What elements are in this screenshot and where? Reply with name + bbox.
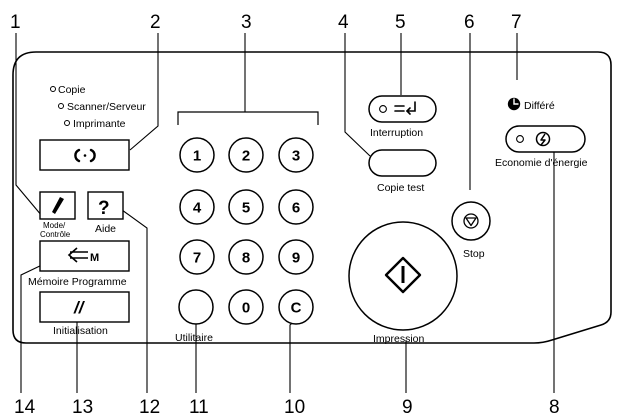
economie-energie-label: Economie d'énergie xyxy=(495,157,588,169)
callout-8: 8 xyxy=(549,397,560,418)
callout-5: 5 xyxy=(395,12,406,33)
differe-indicator: Différé xyxy=(507,97,555,112)
key-7-label: 7 xyxy=(193,250,201,267)
mode-switch-icon xyxy=(74,148,96,163)
start-icon xyxy=(384,256,422,294)
panel-outline xyxy=(12,51,612,344)
key-9[interactable]: 9 xyxy=(278,239,314,275)
key-6-label: 6 xyxy=(292,200,300,217)
mode-controle-label-2: Contrôle xyxy=(40,230,71,239)
stop-label: Stop xyxy=(463,248,485,260)
double-slash-icon: // xyxy=(73,298,86,317)
initialisation-button[interactable]: // xyxy=(39,291,130,323)
key-1-label: 1 xyxy=(193,148,201,165)
numeric-keypad: 1 2 3 4 5 6 7 8 xyxy=(179,137,314,325)
mode-indicator-copie: Copie xyxy=(50,84,86,96)
key-0[interactable]: 0 xyxy=(228,289,264,325)
interruption-button[interactable] xyxy=(368,95,437,123)
key-4[interactable]: 4 xyxy=(179,189,215,225)
interruption-indicator xyxy=(379,105,387,113)
key-5-label: 5 xyxy=(242,200,250,217)
economie-energie-button[interactable] xyxy=(505,125,586,153)
aide-button[interactable]: ? xyxy=(87,191,124,220)
keypad-bracket xyxy=(177,111,319,125)
interruption-label: Interruption xyxy=(370,127,423,139)
utilitaire-button[interactable] xyxy=(178,289,214,325)
mode-label-scanner: Scanner/Serveur xyxy=(67,101,146,113)
program-memory-letter: M xyxy=(90,252,99,264)
key-8[interactable]: 8 xyxy=(228,239,264,275)
callout-11: 11 xyxy=(189,397,209,418)
mode-switch-button[interactable] xyxy=(39,139,130,171)
key-0-label: 0 xyxy=(242,300,250,317)
mode-label-imprimante: Imprimante xyxy=(73,118,126,130)
key-3-label: 3 xyxy=(292,148,300,165)
mode-controle-button[interactable] xyxy=(39,191,76,220)
callout-10: 10 xyxy=(284,397,305,418)
key-5[interactable]: 5 xyxy=(228,189,264,225)
callout-6: 6 xyxy=(464,12,475,33)
callout-1: 1 xyxy=(10,12,21,33)
callout-14: 14 xyxy=(14,397,36,418)
mode-indicator-scanner: Scanner/Serveur xyxy=(58,101,146,113)
interrupt-icon xyxy=(394,101,416,115)
utilitaire-label: Utilitaire xyxy=(175,332,213,344)
stop-icon xyxy=(463,213,479,229)
copie-test-button[interactable] xyxy=(368,149,437,177)
callout-9: 9 xyxy=(402,397,413,418)
key-7[interactable]: 7 xyxy=(179,239,215,275)
callout-2: 2 xyxy=(150,12,161,33)
memoire-programme-button[interactable]: M xyxy=(39,240,130,272)
impression-label: Impression xyxy=(373,333,425,345)
mode-controle-label-1: Mode/ xyxy=(43,221,66,230)
key-clear[interactable]: C xyxy=(278,289,314,325)
callout-4: 4 xyxy=(338,12,349,33)
mode-indicator-imprimante: Imprimante xyxy=(64,118,126,130)
callout-12: 12 xyxy=(139,397,160,418)
key-clear-label: C xyxy=(291,300,302,317)
callout-7: 7 xyxy=(511,12,522,33)
question-mark-icon: ? xyxy=(98,198,110,219)
energy-saver-icon xyxy=(535,131,551,147)
timer-icon xyxy=(507,97,521,111)
copie-test-label: Copie test xyxy=(377,182,424,194)
stop-button[interactable] xyxy=(451,201,491,241)
key-3[interactable]: 3 xyxy=(278,137,314,173)
key-8-label: 8 xyxy=(242,250,250,267)
key-6[interactable]: 6 xyxy=(278,189,314,225)
initialisation-label: Initialisation xyxy=(53,325,108,337)
key-2[interactable]: 2 xyxy=(228,137,264,173)
aide-label: Aide xyxy=(95,223,116,235)
key-9-label: 9 xyxy=(292,250,300,267)
program-memory-icon: M xyxy=(67,247,99,264)
callout-13: 13 xyxy=(72,397,93,418)
key-4-label: 4 xyxy=(193,200,202,217)
economie-indicator xyxy=(516,135,524,143)
pencil-icon xyxy=(52,197,64,214)
differe-label: Différé xyxy=(524,100,555,112)
impression-button[interactable] xyxy=(348,221,458,331)
key-1[interactable]: 1 xyxy=(179,137,215,173)
mode-label-copie: Copie xyxy=(58,84,86,96)
callout-3: 3 xyxy=(241,12,252,33)
memoire-programme-label: Mémoire Programme xyxy=(28,276,127,288)
key-2-label: 2 xyxy=(242,148,250,165)
